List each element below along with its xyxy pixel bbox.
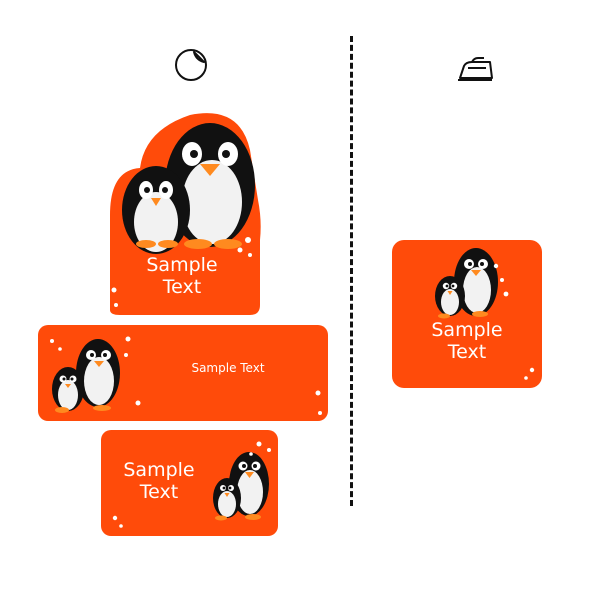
iron-on-label: Sample Text — [392, 240, 542, 388]
sticker-shape-label: Sample Text — [100, 110, 270, 320]
sticker-shape-label-text: Sample Text — [146, 254, 218, 298]
long-strip-label: Sample Text — [38, 325, 328, 421]
rectangle-label: Sample Text — [101, 430, 278, 536]
iron-on-label-text: Sample Text — [431, 319, 503, 363]
iron-icon — [456, 56, 494, 82]
dashed-divider — [350, 36, 353, 506]
rectangle-label-text: Sample Text — [123, 459, 195, 503]
long-strip-label-text: Sample Text — [191, 361, 265, 375]
sticker-peel-icon — [174, 48, 208, 82]
